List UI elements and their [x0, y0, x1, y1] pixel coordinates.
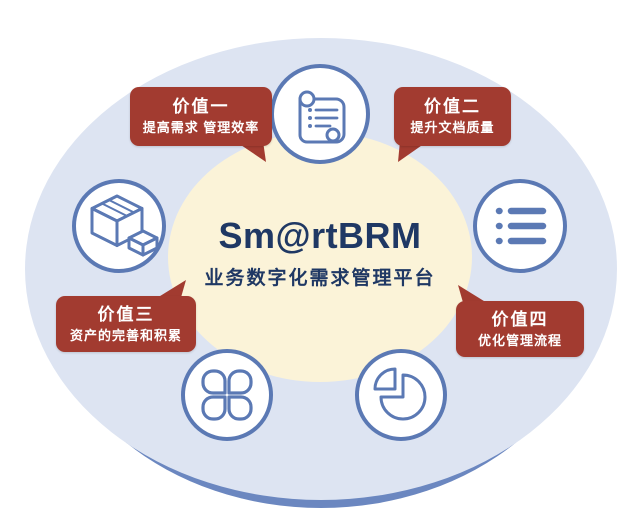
badge-3-tail	[152, 280, 186, 301]
platform-center: Sm@rtBRM 业务数字化需求管理平台	[170, 215, 470, 291]
icon-circle-pie	[355, 349, 447, 441]
icon-circle-scroll	[270, 64, 370, 164]
badge-2-tail	[398, 141, 428, 162]
badge-tails	[152, 141, 492, 306]
badge-2-desc: 提升文档质量	[410, 120, 495, 135]
badge-4-tail	[458, 285, 492, 306]
clover-icon	[201, 369, 253, 421]
badge-3-desc: 资产的完善和积累	[69, 327, 182, 343]
platform-subtitle: 业务数字化需求管理平台	[204, 268, 436, 289]
badge-value-3: 价值三 资产的完善和积累	[56, 296, 196, 352]
icon-circle	[181, 349, 273, 441]
icon-circle-package	[72, 179, 166, 273]
badge-2-title: 价值二	[424, 97, 481, 116]
badge-value-2: 价值二 提升文档质量	[394, 87, 511, 146]
badge-value-1: 价值一 提高需求 管理效率	[130, 87, 272, 146]
platform-title: Sm@rtBRM	[218, 215, 422, 256]
badge-4-desc: 优化管理流程	[477, 332, 562, 348]
badge-value-4: 价值四 优化管理流程	[456, 301, 584, 357]
icon-circle-list	[473, 179, 567, 273]
badge-1-title: 价值一	[172, 97, 230, 116]
center-ellipse	[168, 132, 472, 382]
pie-chart-icon	[373, 367, 427, 421]
badge-1-desc: 提高需求 管理效率	[142, 120, 260, 135]
badge-4-title: 价值四	[491, 309, 549, 329]
list-icon	[495, 207, 547, 245]
icon-circle	[355, 349, 447, 441]
package-icon	[90, 194, 159, 257]
icon-circle-clover	[181, 349, 273, 441]
scroll-icon	[298, 90, 346, 144]
badge-1-tail	[235, 141, 266, 162]
badge-3-title: 价值三	[97, 304, 155, 324]
